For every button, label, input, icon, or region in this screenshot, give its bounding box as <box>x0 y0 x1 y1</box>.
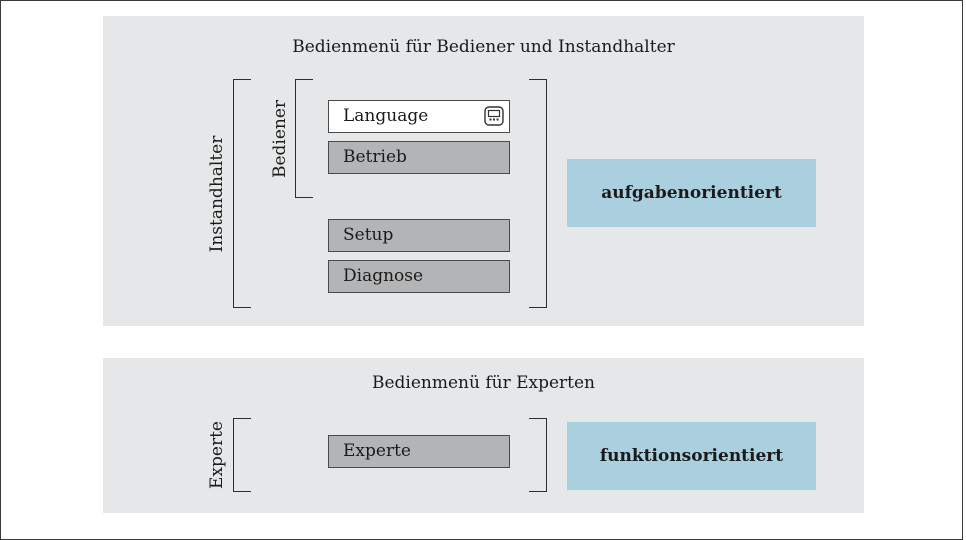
expert-role-label: Experte <box>207 421 227 489</box>
maintenance-role-label: Instandhalter <box>207 135 227 253</box>
task-oriented-box: aufgabenorientiert <box>567 159 816 227</box>
operator-bracket-left <box>295 79 313 198</box>
menu-item-label: Setup <box>343 225 394 245</box>
menu-item-label: Betrieb <box>343 147 407 167</box>
expert-bracket-left <box>233 418 251 492</box>
menu-item-experte[interactable]: Experte <box>328 435 510 468</box>
maintenance-bracket-left <box>233 79 251 308</box>
menu-item-betrieb[interactable]: Betrieb <box>328 141 510 174</box>
display-icon <box>484 106 504 136</box>
task-oriented-label: aufgabenorientiert <box>601 183 782 203</box>
menu-item-setup[interactable]: Setup <box>328 219 510 252</box>
menu-item-label: Experte <box>343 441 411 461</box>
panel-title: Bedienmenü für Experten <box>371 373 596 393</box>
top-bracket-right <box>529 79 547 308</box>
operator-role-label: Bediener <box>270 99 290 179</box>
menu-item-language[interactable]: Language <box>328 100 510 133</box>
panel-title: Bedienmenü für Bediener und Instandhalte… <box>292 37 675 57</box>
expert-bracket-right <box>529 418 547 492</box>
menu-item-label: Diagnose <box>343 266 424 286</box>
menu-item-label: Language <box>343 106 429 126</box>
menu-item-diagnose[interactable]: Diagnose <box>328 260 510 293</box>
function-oriented-label: funktionsorientiert <box>599 446 784 466</box>
function-oriented-box: funktionsorientiert <box>567 422 816 490</box>
